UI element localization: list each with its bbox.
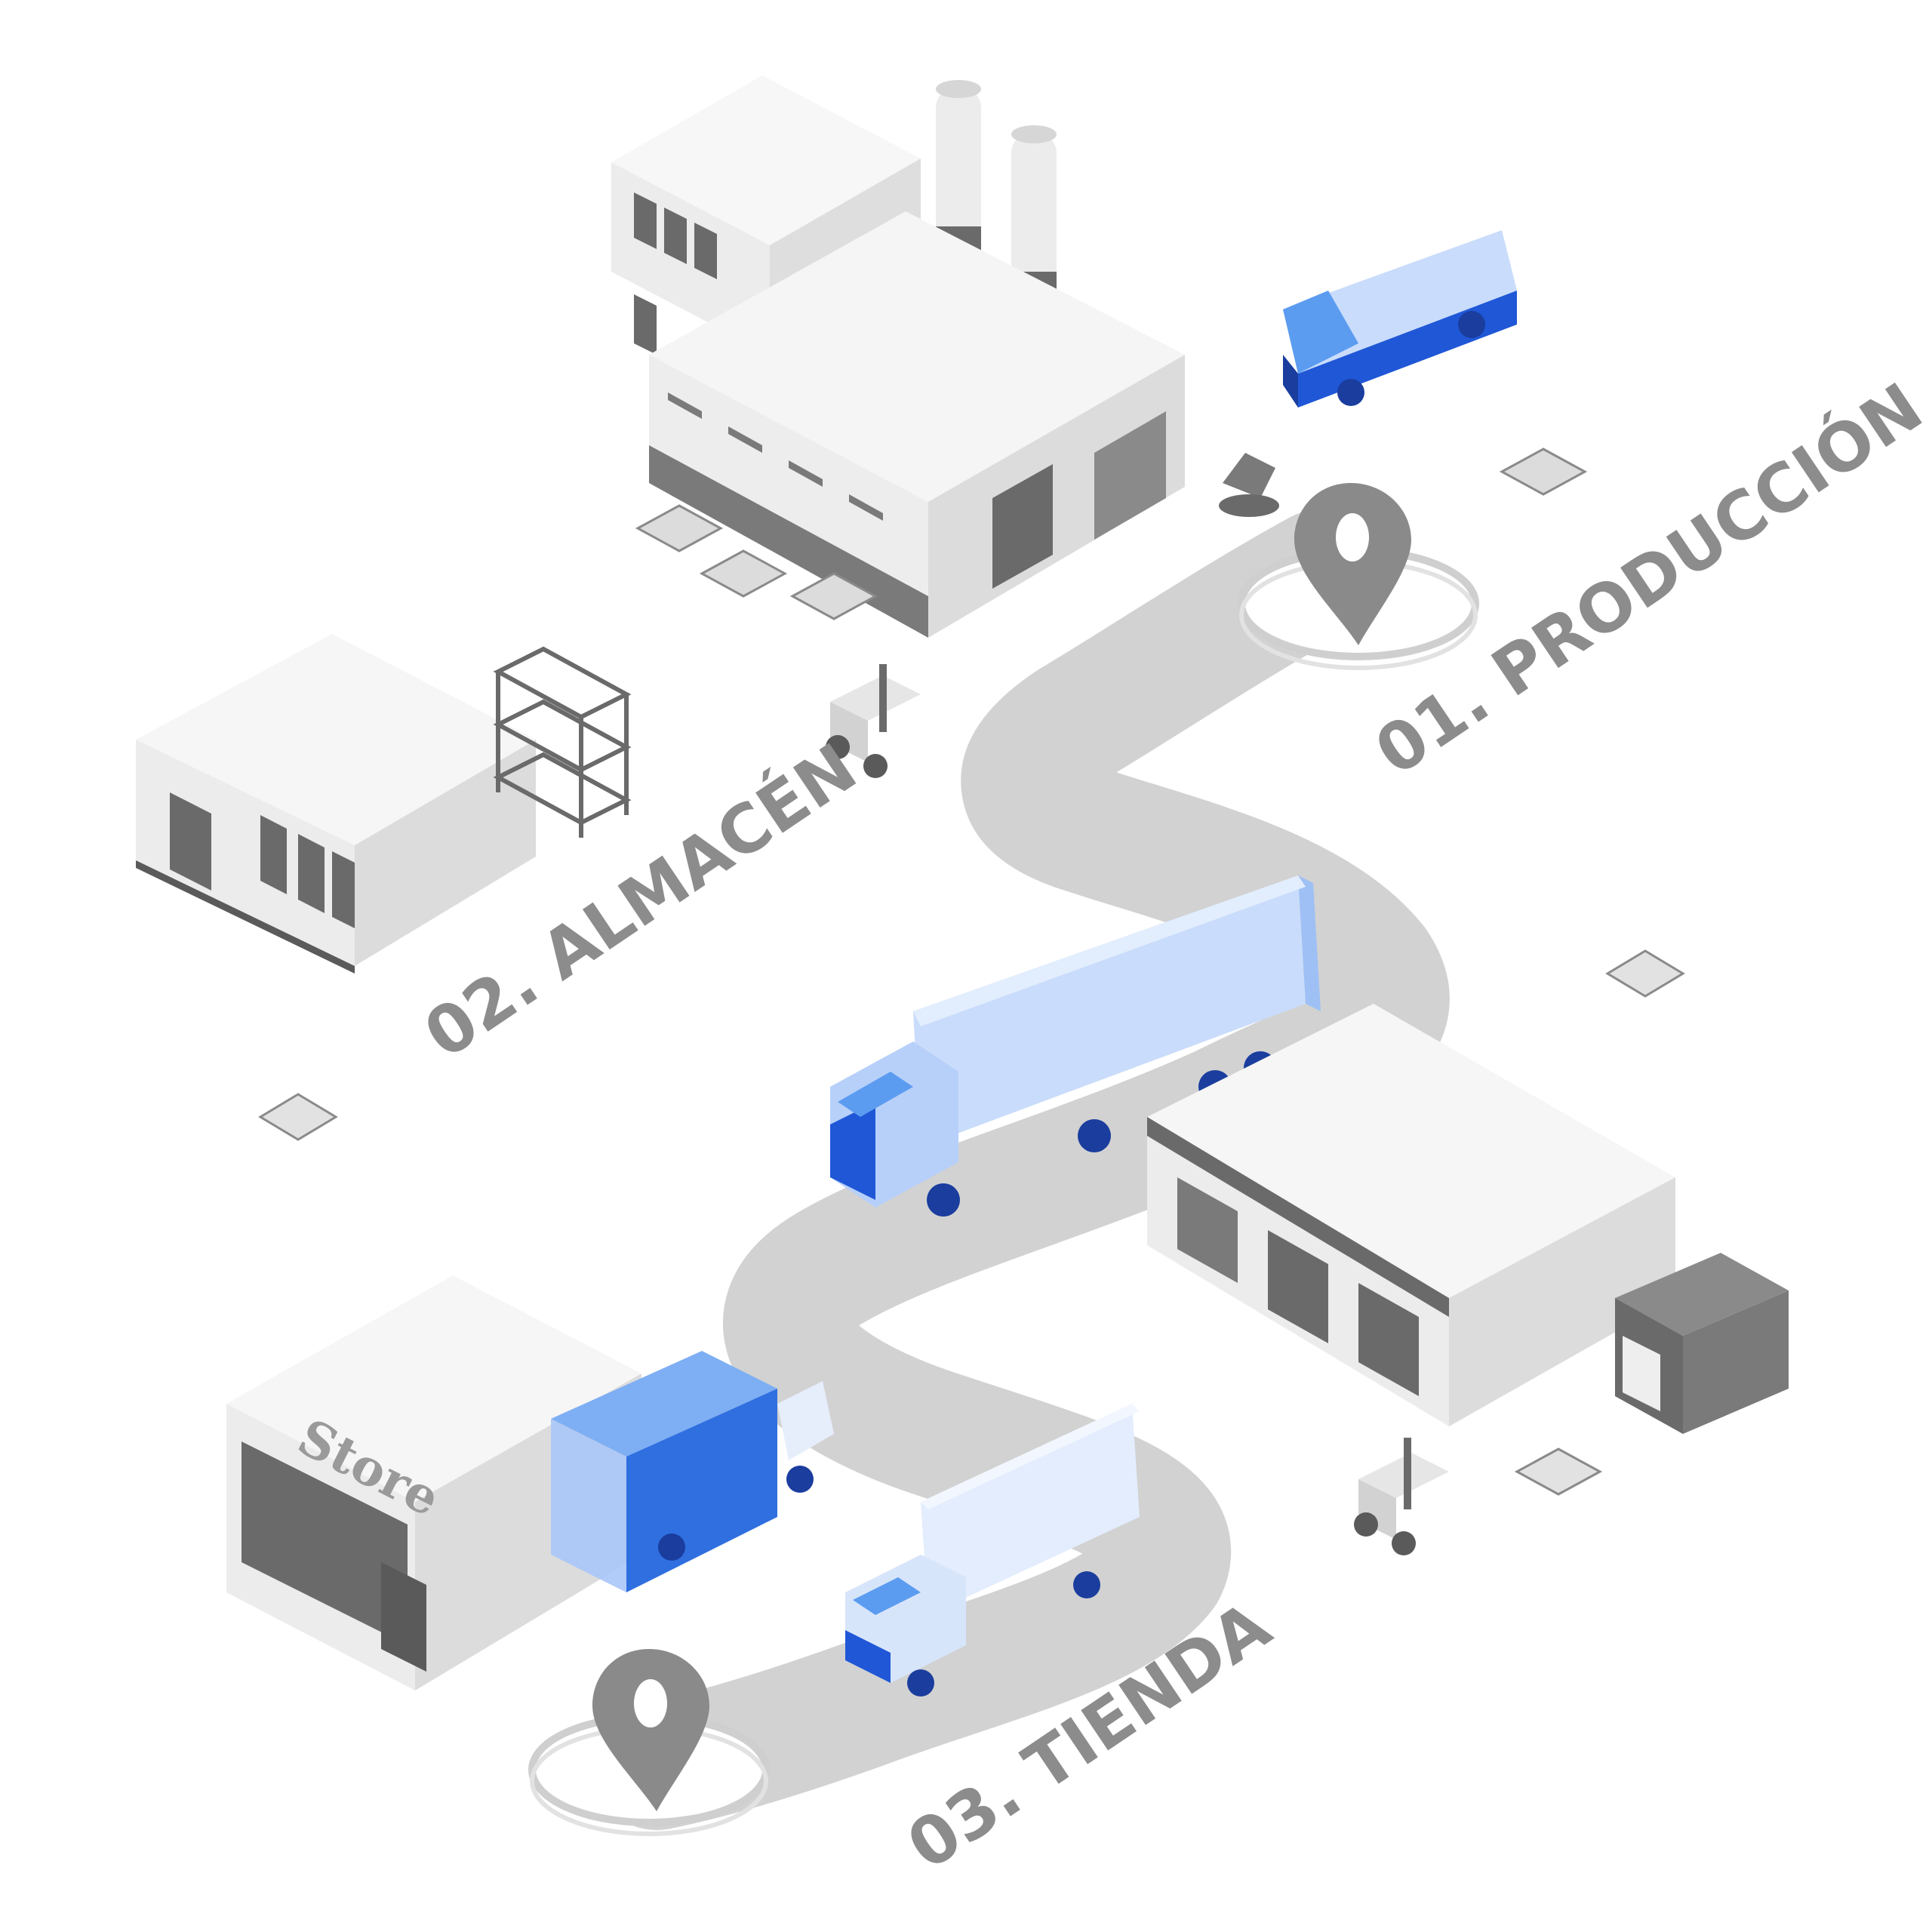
factory-building [611, 75, 1279, 638]
distribution-center [1147, 1004, 1789, 1434]
location-pin-produccion [1238, 483, 1479, 670]
box-truck-blue [551, 1351, 834, 1592]
forklift-1 [826, 664, 921, 778]
route-road [592, 509, 1450, 1830]
forklift-2 [1354, 1438, 1449, 1555]
delivery-van [1283, 230, 1517, 408]
store-building: Store [226, 1275, 641, 1690]
box-truck-white [845, 1404, 1140, 1697]
location-pin-tienda [528, 1649, 770, 1836]
storage-shelf [493, 646, 632, 838]
warehouse-building [136, 634, 536, 974]
factory-pallets [635, 448, 1588, 620]
loose-pallets [258, 949, 1685, 1496]
